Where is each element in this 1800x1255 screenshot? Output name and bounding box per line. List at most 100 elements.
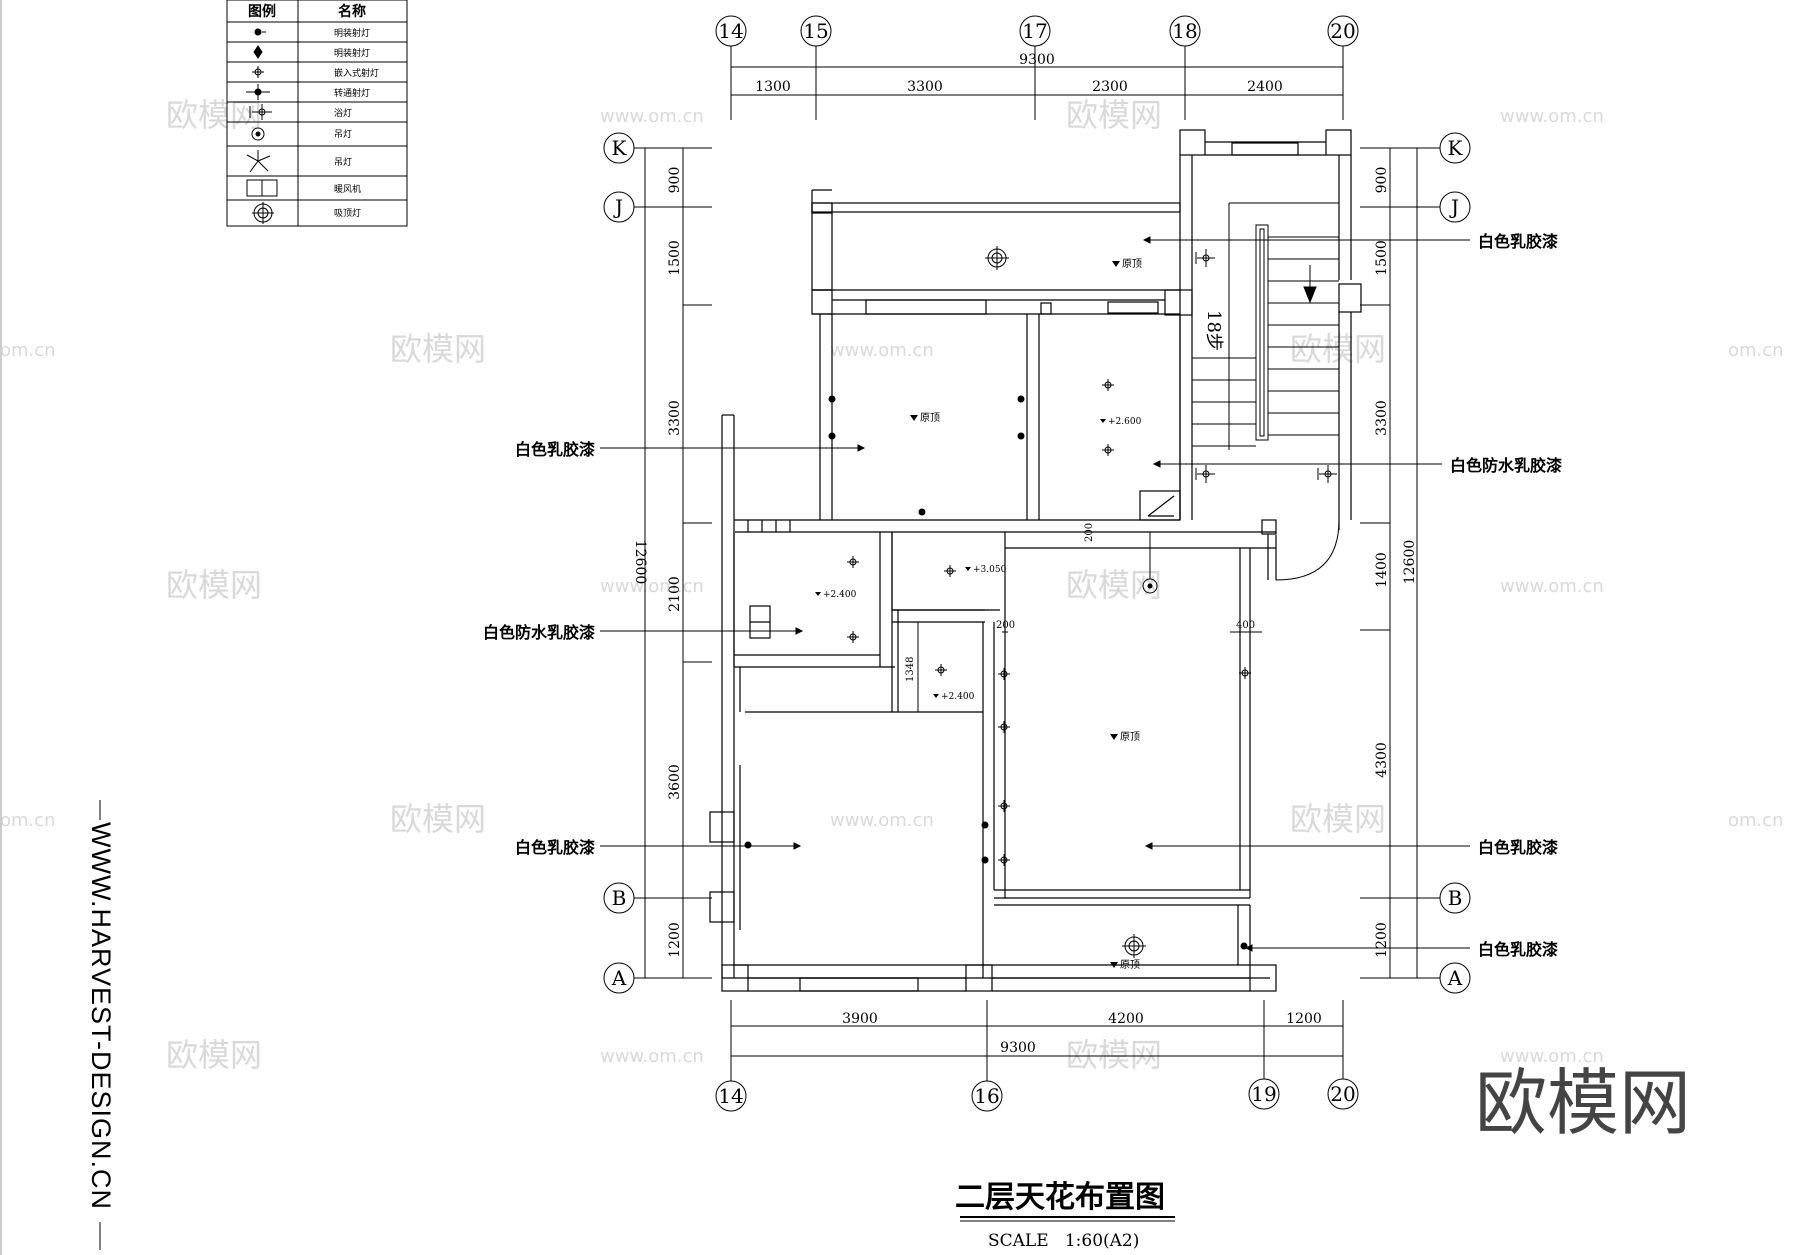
legend-table: 图例 名称 明装射灯 明装射灯 嵌入式射灯 转通射灯 浴灯 吊灯 吊灯 暖风机 …	[226, 0, 408, 227]
dim-left-segment: 1200	[667, 922, 683, 958]
svg-text:K: K	[1448, 136, 1464, 160]
legend-header-symbol: 图例	[248, 3, 276, 20]
stair-flight	[1192, 202, 1339, 450]
svg-text:A: A	[611, 966, 627, 990]
grid-bubble-left: K	[603, 132, 712, 164]
light-fixtures	[744, 246, 1337, 958]
dim-top-total: 9300	[1019, 52, 1055, 68]
chandelier-icon	[246, 150, 271, 173]
room-height-label: +2.400	[823, 590, 857, 600]
dim-left-segment: 3300	[667, 400, 683, 436]
callout-left: 白色乳胶漆	[515, 838, 595, 857]
callout-right: 白色防水乳胶漆	[1450, 456, 1562, 475]
svg-text:14: 14	[718, 1084, 743, 1108]
watermark-brand: 欧模网	[390, 330, 486, 368]
watermark-url: www.om.cn	[1500, 106, 1604, 127]
grid-bubble-right: J	[1360, 191, 1471, 223]
svg-text:19: 19	[1251, 1082, 1276, 1106]
svg-text:20: 20	[1330, 1082, 1355, 1106]
dim-right-segment: 3300	[1374, 400, 1390, 436]
room-height-label: +3.050	[973, 565, 1007, 575]
legend-name: 吊灯	[334, 129, 352, 140]
dim-left-segment: 1500	[667, 240, 683, 276]
svg-text:B: B	[1448, 886, 1463, 910]
dim-right-segment: 1500	[1374, 240, 1390, 276]
ventilator-icon	[246, 179, 278, 197]
dim-bottom-total: 9300	[1000, 1040, 1036, 1056]
inner-dim: 200	[996, 620, 1015, 631]
grid-bubble-top: 15	[800, 15, 832, 120]
watermark-brand: 欧模网	[166, 566, 262, 604]
room-labels: 原顶 原顶 +2.600 +3.050 +2.400 +2.400 原顶 原顶	[815, 258, 1142, 971]
watermark-brand: 欧模网	[1066, 1036, 1162, 1074]
exhaust-fan-icon	[249, 104, 272, 120]
pendant-light-icon	[1142, 532, 1158, 594]
grid-bubbles: 14 15 17 18 20 14 16 19 20 K J B A K J B…	[603, 15, 1471, 1112]
grid-bubble-bottom: 19	[1248, 1000, 1280, 1110]
legend-name: 嵌入式射灯	[334, 67, 379, 79]
svg-text:B: B	[612, 886, 627, 910]
svg-text:A: A	[1447, 966, 1463, 990]
stair-label: 18步	[1203, 310, 1224, 351]
watermark-brand: 欧模网	[1066, 96, 1162, 134]
room-height-label: +2.600	[1108, 417, 1142, 427]
surface-spot-icon	[253, 45, 263, 59]
inner-dim: 400	[1236, 620, 1255, 631]
grid-bubble-right: A	[1360, 962, 1471, 994]
grid-bubble-right: B	[1360, 882, 1471, 914]
surface-spot-icons	[744, 395, 1248, 950]
watermark-brand: 欧模网	[1290, 800, 1386, 838]
floor-plan: 18步	[709, 129, 1362, 992]
dim-top-segment: 1300	[755, 79, 791, 95]
ceiling-light-icon	[252, 202, 274, 224]
dim-left-total: 12600	[632, 540, 648, 585]
dim-bottom-segment: 4200	[1108, 1011, 1144, 1027]
dim-bottom-segment: 1200	[1286, 1011, 1322, 1027]
legend-name: 浴灯	[334, 108, 352, 119]
watermark-url: om.cn	[0, 810, 56, 831]
inner-dimensions: 200 200 400 1348	[905, 523, 1262, 712]
watermark-url: www.om.cn	[830, 810, 934, 831]
room-height-label: +2.400	[941, 692, 975, 702]
inner-dim: 200	[1084, 523, 1095, 542]
svg-text:18: 18	[1172, 19, 1197, 43]
svg-text:20: 20	[1330, 19, 1355, 43]
grid-bubble-bottom: 20	[1327, 1000, 1359, 1110]
legend-name: 吊灯	[334, 157, 352, 168]
svg-text:J: J	[613, 195, 623, 219]
dim-right-segment: 900	[1374, 167, 1390, 194]
grid-bubble-bottom: 16	[971, 1000, 1003, 1112]
grid-bubble-left: A	[603, 962, 712, 994]
recessed-spot-icon	[252, 66, 264, 78]
legend-name: 暖风机	[334, 183, 361, 195]
pendant-light-icon	[251, 127, 265, 141]
svg-text:14: 14	[718, 19, 743, 43]
exhaust-fan-icon	[1317, 465, 1337, 483]
callout-left: 白色乳胶漆	[515, 440, 595, 459]
grid-bubble-bottom: 14	[715, 1000, 747, 1112]
legend-name: 转通射灯	[334, 87, 370, 99]
dim-bottom-segment: 3900	[842, 1011, 878, 1027]
dim-right-segment: 1400	[1374, 552, 1390, 588]
room-height-label: 原顶	[920, 412, 940, 424]
watermark-url: www.om.cn	[600, 576, 704, 597]
grid-bubble-right: K	[1360, 132, 1471, 164]
room-height-label: 原顶	[1120, 959, 1140, 971]
callout-right: 白色乳胶漆	[1478, 232, 1558, 251]
watermark-url: www.om.cn	[600, 1046, 704, 1067]
inner-dim: 1348	[905, 657, 916, 682]
watermark-brand: 欧模网	[390, 800, 486, 838]
watermark-url: om.cn	[1728, 810, 1784, 831]
svg-text:17: 17	[1022, 19, 1047, 43]
room-height-label: 原顶	[1122, 258, 1142, 270]
watermark-brand: 欧模网	[1066, 566, 1162, 604]
ceiling-light-icon	[985, 246, 1009, 270]
svg-text:16: 16	[974, 1084, 999, 1108]
legend-name: 明装射灯	[334, 27, 370, 39]
svg-text:J: J	[1449, 195, 1459, 219]
ceiling-light-icon	[1122, 934, 1146, 958]
dim-top-segment: 2400	[1247, 79, 1283, 95]
watermark-url: www.om.cn	[600, 106, 704, 127]
callout-right: 白色乳胶漆	[1478, 838, 1558, 857]
